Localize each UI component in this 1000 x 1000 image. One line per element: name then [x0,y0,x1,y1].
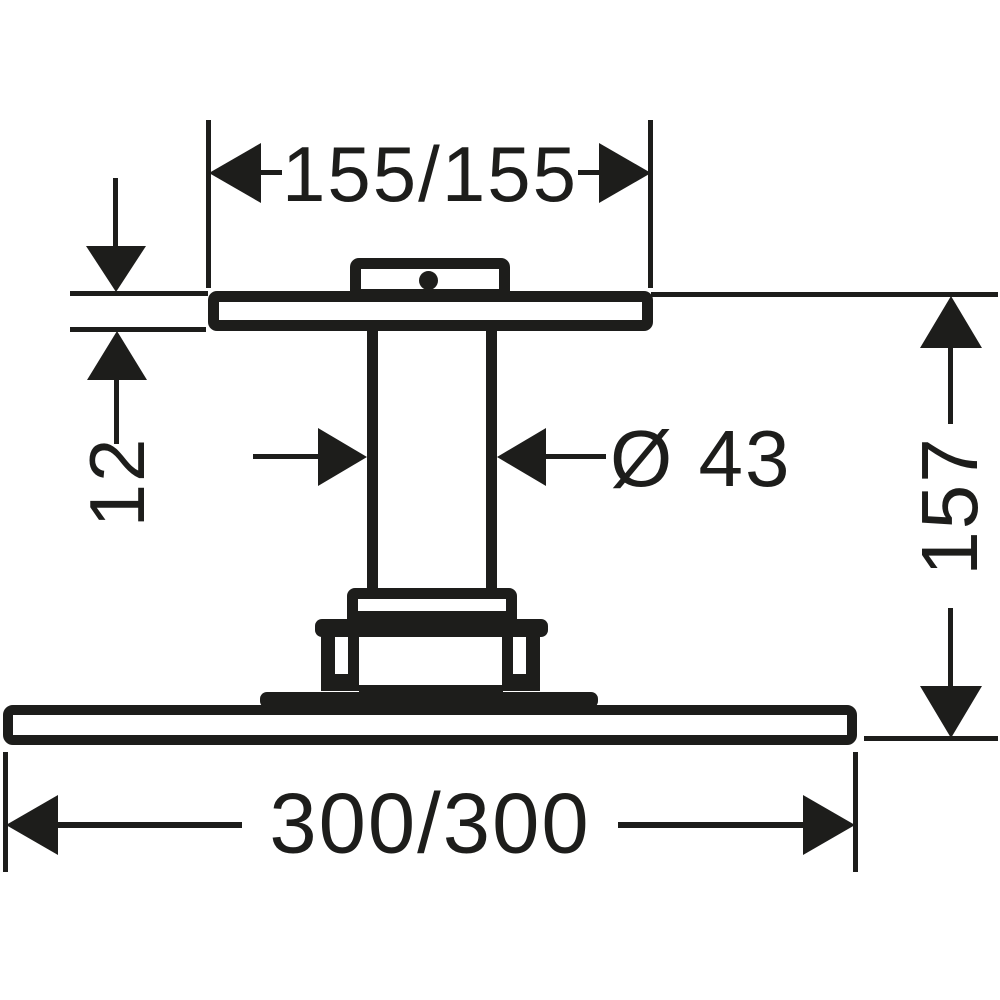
connector-flange [315,619,548,637]
bracket-right-inner-wall [502,636,513,676]
extension-line-right [853,752,858,872]
arrow-right-icon [599,143,651,203]
dimension-label-diameter-43: Ø 43 [610,414,792,503]
dimension-line-left-tail [56,822,242,828]
plate-underside-line-left [70,327,206,332]
connector-collar [347,588,517,622]
shower-plate [3,705,857,745]
dimension-line-left-tail [253,454,319,459]
extension-line-left [3,752,8,872]
extension-line-right [648,120,653,288]
dimension-line-left-stub [258,170,282,175]
dimension-label-157: 157 [905,436,994,576]
dimension-line-right-tail [618,822,804,828]
arrow-left-icon [497,428,546,486]
extension-line-left [206,120,211,288]
dimension-label-300-300: 300/300 [269,776,591,872]
arrow-right-icon [803,795,855,855]
arrow-down-icon [920,686,982,738]
pipe-left-edge [367,329,378,591]
shower-plate-hub [260,692,598,708]
dimension-line-upper [948,346,953,424]
arrow-right-icon [318,428,367,486]
pipe-right-edge [486,329,497,591]
arrow-left-icon [6,795,58,855]
dimension-line-lower [114,378,119,444]
arrow-down-icon [86,246,146,292]
dimension-label-155-155: 155/155 [282,130,578,218]
bracket-left-inner-wall [348,636,359,676]
extension-line-bottom [864,736,998,741]
arrow-up-icon [87,331,147,380]
bracket-left-foot [321,674,359,691]
dimension-line-right-stub [578,170,602,175]
bracket-bottom-line [359,685,503,692]
ceiling-line-right [651,292,998,297]
ceiling-line-left [70,291,208,296]
dimension-line-lower [948,608,953,686]
arrow-left-icon [209,143,261,203]
ceiling-plate [208,291,653,331]
bracket-right-foot [502,674,540,691]
dimension-line-upper [113,178,118,248]
alignment-dot [419,271,438,290]
dimension-line-right-tail [544,454,606,459]
arrow-up-icon [920,296,982,348]
dimension-label-12: 12 [73,436,161,528]
